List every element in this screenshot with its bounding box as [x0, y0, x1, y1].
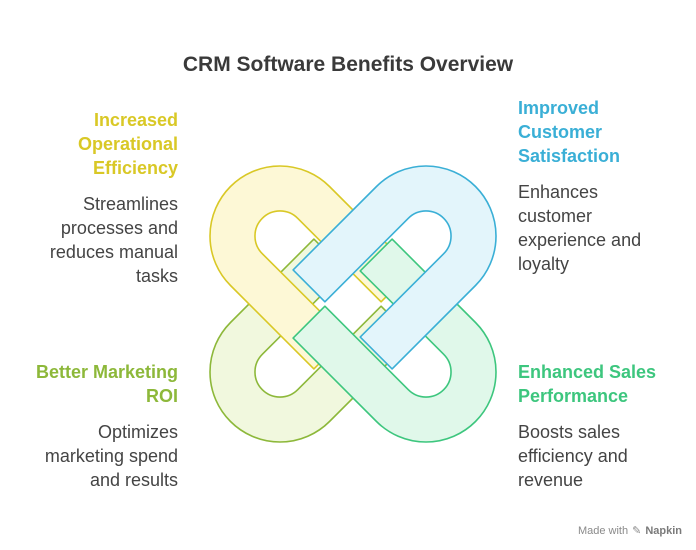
description-line: processes and	[60, 218, 178, 238]
heading-line: Operational	[77, 134, 178, 154]
heading-line: Increased	[93, 110, 178, 130]
description-line: revenue	[518, 470, 584, 490]
description-line: experience and	[518, 230, 642, 250]
description-line: efficiency and	[518, 446, 628, 466]
heading-line: Performance	[518, 386, 629, 406]
heading-efficiency: Increased Operational Efficiency	[20, 108, 178, 180]
description-line: loyalty	[518, 254, 570, 274]
description-line: Streamlines	[82, 194, 178, 214]
description-line: customer	[518, 206, 593, 226]
heading-line: Enhanced Sales	[518, 362, 657, 382]
description-marketing: Optimizes marketing spend and results	[10, 420, 178, 492]
heading-line: ROI	[145, 386, 178, 406]
heading-line: Customer	[518, 122, 603, 142]
description-line: marketing spend	[44, 446, 178, 466]
description-line: Optimizes	[97, 422, 178, 442]
link-marketing	[209, 238, 414, 443]
description-line: and results	[89, 470, 178, 490]
heading-line: Improved	[518, 98, 600, 118]
brand-label: Napkin	[645, 524, 682, 537]
heading-line: Efficiency	[92, 158, 178, 178]
napkin-icon: ✎	[632, 525, 642, 537]
heading-marketing: Better Marketing ROI	[10, 360, 178, 408]
description-line: Enhances	[518, 182, 599, 202]
link-sales	[292, 238, 497, 443]
description-sales: Boosts sales efficiency and revenue	[518, 420, 688, 492]
heading-satisfaction: Improved Customer Satisfaction	[518, 96, 688, 168]
description-line: Boosts sales	[518, 422, 621, 442]
link-efficiency	[209, 165, 414, 370]
page-title: CRM Software Benefits Overview	[182, 53, 514, 76]
description-satisfaction: Enhances customer experience and loyalty	[518, 180, 688, 276]
footer: Made with ✎ Napkin	[577, 524, 682, 538]
made-with-label: Made with	[577, 524, 629, 537]
link-satisfaction	[292, 165, 497, 370]
heading-sales: Enhanced Sales Performance	[518, 360, 688, 408]
description-line: reduces manual	[49, 242, 178, 262]
description-efficiency: Streamlines processes and reduces manual…	[20, 192, 178, 288]
heading-line: Better Marketing	[35, 362, 178, 382]
heading-line: Satisfaction	[518, 146, 621, 166]
description-line: tasks	[135, 266, 178, 286]
